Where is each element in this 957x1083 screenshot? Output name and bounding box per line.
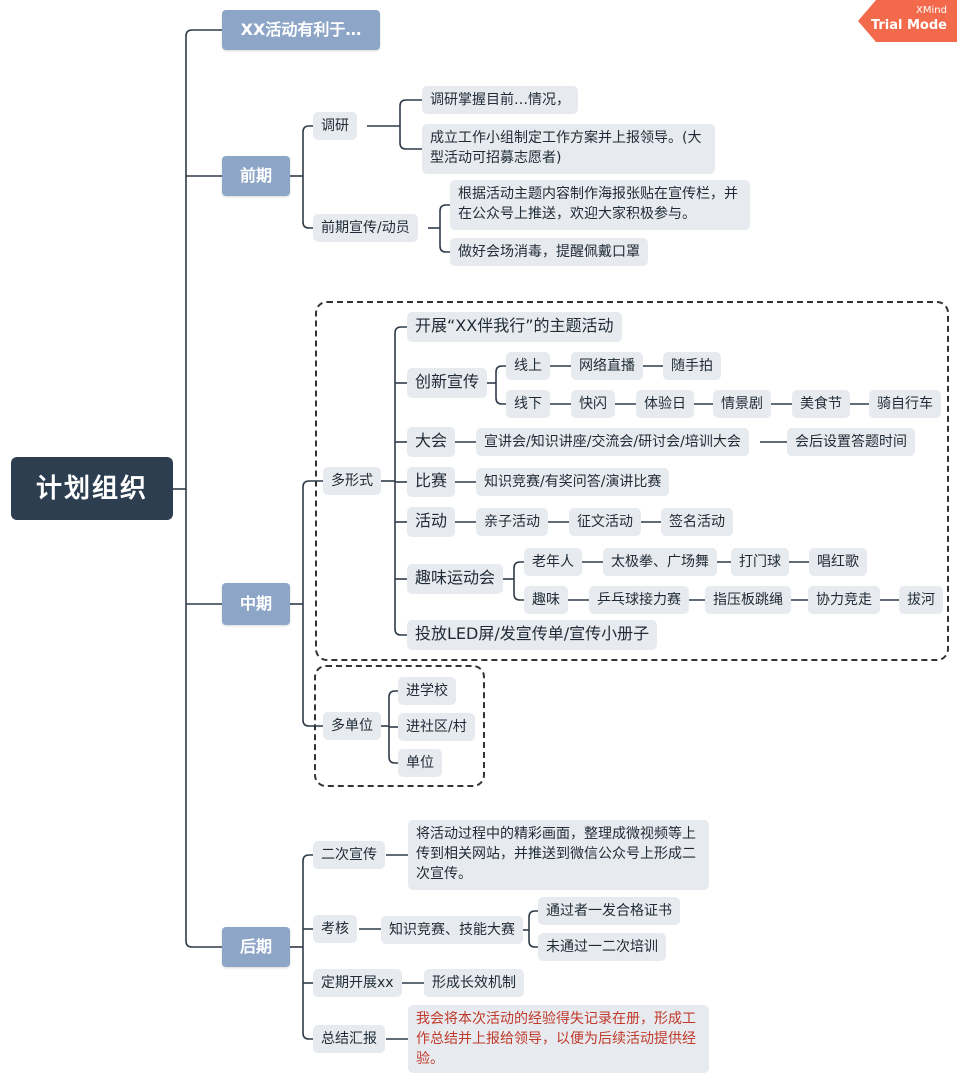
topic-contest-types[interactable]: 知识竞赛/有奖问答/演讲比赛 — [476, 468, 670, 496]
topic-ping-pong[interactable]: 乒乓球接力赛 — [589, 586, 689, 614]
research-connector-branch-1 — [399, 142, 422, 150]
topic-sports-meet[interactable]: 趣味运动会 — [407, 564, 504, 594]
topic-signature[interactable]: 签名活动 — [661, 508, 733, 536]
topic-cooperative-walk[interactable]: 协力竞走 — [808, 586, 880, 614]
topic-second-promotion-detail[interactable]: 将活动过程中的精彩画面，整理成微视频等上传到相关网站，并推送到微信公众号上形成二… — [408, 820, 709, 890]
topic-conference-types[interactable]: 宣讲会/知识讲座/交流会/研讨会/培训大会 — [476, 428, 749, 456]
topic-summary-detail[interactable]: 我会将本次活动的经验得失记录在册，形成工作总结并上报给领导，以便为后续活动提供经… — [408, 1005, 709, 1073]
trial-mode-badge: XMind Trial Mode — [858, 0, 957, 42]
topic-assessment[interactable]: 考核 — [313, 915, 357, 943]
topic-quiz-time[interactable]: 会后设置答题时间 — [787, 428, 915, 456]
research-connector-branch-0 — [399, 99, 422, 107]
topic-innovative-promotion[interactable]: 创新宣传 — [407, 368, 488, 398]
multi-unit-boundary — [314, 665, 485, 787]
topic-activity[interactable]: 活动 — [407, 507, 456, 537]
innovate-connector-branch-0 — [495, 365, 506, 373]
topic-into-schools[interactable]: 进学校 — [398, 677, 456, 705]
topic-fail-retrain[interactable]: 未通过一二次培训 — [538, 933, 666, 961]
topic-into-units[interactable]: 单位 — [398, 749, 442, 777]
topic-experience-day[interactable]: 体验日 — [636, 390, 694, 418]
root-topic[interactable]: 计划组织 — [11, 457, 173, 520]
topic-theme-activity[interactable]: 开展“XX伴我行”的主题活动 — [407, 312, 622, 342]
topic-offline[interactable]: 线下 — [506, 390, 550, 418]
topic-early-stage[interactable]: 前期 — [222, 156, 290, 196]
badge-mode: Trial Mode — [870, 18, 947, 33]
topic-long-term-mechanism[interactable]: 形成长效机制 — [424, 969, 524, 997]
early-connector-branch-0 — [302, 125, 313, 133]
topic-second-promotion[interactable]: 二次宣传 — [313, 841, 385, 869]
topic-disinfection[interactable]: 做好会场消毒，提醒佩戴口罩 — [450, 238, 648, 266]
topic-online[interactable]: 线上 — [506, 352, 550, 380]
forms-connector-branch-0 — [394, 326, 407, 334]
topic-early-promotion[interactable]: 前期宣传/动员 — [313, 214, 418, 242]
innovate-connector-branch-1 — [495, 397, 506, 405]
topic-taichi[interactable]: 太极拳、广场舞 — [603, 548, 717, 576]
root-connector-branch-0 — [185, 29, 222, 37]
units-connector-branch-0 — [388, 690, 398, 698]
topic-late-stage[interactable]: 后期 — [222, 927, 290, 967]
topic-research[interactable]: 调研 — [313, 112, 357, 140]
topic-benefit[interactable]: XX活动有利于… — [222, 10, 380, 50]
topic-flash-mob[interactable]: 快闪 — [571, 390, 615, 418]
promo-connector-branch-1 — [439, 245, 450, 253]
topic-working-group[interactable]: 成立工作小组制定工作方案并上报领导。(大型活动可招募志愿者) — [422, 124, 715, 174]
early-connector-branch-1 — [302, 221, 313, 229]
topic-jump-rope[interactable]: 指压板跳绳 — [705, 586, 791, 614]
late-connector-branch-0 — [302, 854, 313, 862]
topic-into-communities[interactable]: 进社区/村 — [398, 713, 475, 741]
multi-form-boundary — [315, 301, 949, 661]
assess-connector-branch-1 — [528, 940, 538, 948]
topic-assessment-types[interactable]: 知识竞赛、技能大赛 — [381, 916, 523, 944]
mid-connector-branch-1 — [302, 719, 323, 727]
topic-mid-stage[interactable]: 中期 — [222, 583, 290, 625]
badge-brand: XMind — [916, 5, 947, 16]
topic-pass-certificate[interactable]: 通过者一发合格证书 — [538, 897, 680, 925]
forms-connector-branch-6 — [394, 628, 407, 636]
topic-conference[interactable]: 大会 — [407, 427, 456, 457]
topic-cycling[interactable]: 骑自行车 — [869, 390, 941, 418]
topic-tug-of-war[interactable]: 拔河 — [899, 586, 943, 614]
topic-gateball[interactable]: 打门球 — [731, 548, 789, 576]
topic-multi-unit[interactable]: 多单位 — [323, 712, 381, 740]
sports-connector-branch-0 — [513, 561, 524, 569]
units-connector-branch-2 — [388, 756, 398, 764]
topic-research-status[interactable]: 调研掌握目前…情况， — [422, 86, 578, 114]
root-connector-branch-3 — [185, 940, 222, 948]
topic-snapshot[interactable]: 随手拍 — [663, 352, 721, 380]
topic-sketch[interactable]: 情景剧 — [713, 390, 771, 418]
topic-media-placement[interactable]: 投放LED屏/发宣传单/宣传小册子 — [407, 620, 658, 650]
topic-parent-child[interactable]: 亲子活动 — [476, 508, 548, 536]
topic-fun[interactable]: 趣味 — [524, 586, 568, 614]
promo-connector-branch-0 — [439, 204, 450, 212]
topic-red-songs[interactable]: 唱红歌 — [809, 548, 867, 576]
topic-food-festival[interactable]: 美食节 — [792, 390, 850, 418]
assess-connector-branch-0 — [528, 910, 538, 918]
topic-multi-form[interactable]: 多形式 — [323, 467, 381, 495]
sports-connector-branch-1 — [513, 593, 524, 601]
topic-contest[interactable]: 比赛 — [407, 467, 456, 497]
topic-summary-report[interactable]: 总结汇报 — [313, 1025, 385, 1053]
mid-connector-branch-0 — [302, 480, 323, 488]
topic-live-stream[interactable]: 网络直播 — [571, 352, 643, 380]
topic-elderly[interactable]: 老年人 — [524, 548, 582, 576]
topic-regular[interactable]: 定期开展xx — [313, 969, 402, 997]
late-connector-branch-3 — [302, 1032, 313, 1040]
topic-essay[interactable]: 征文活动 — [569, 508, 641, 536]
topic-poster[interactable]: 根据活动主题内容制作海报张贴在宣传栏，并在公众号上推送，欢迎大家积极参与。 — [450, 180, 750, 230]
